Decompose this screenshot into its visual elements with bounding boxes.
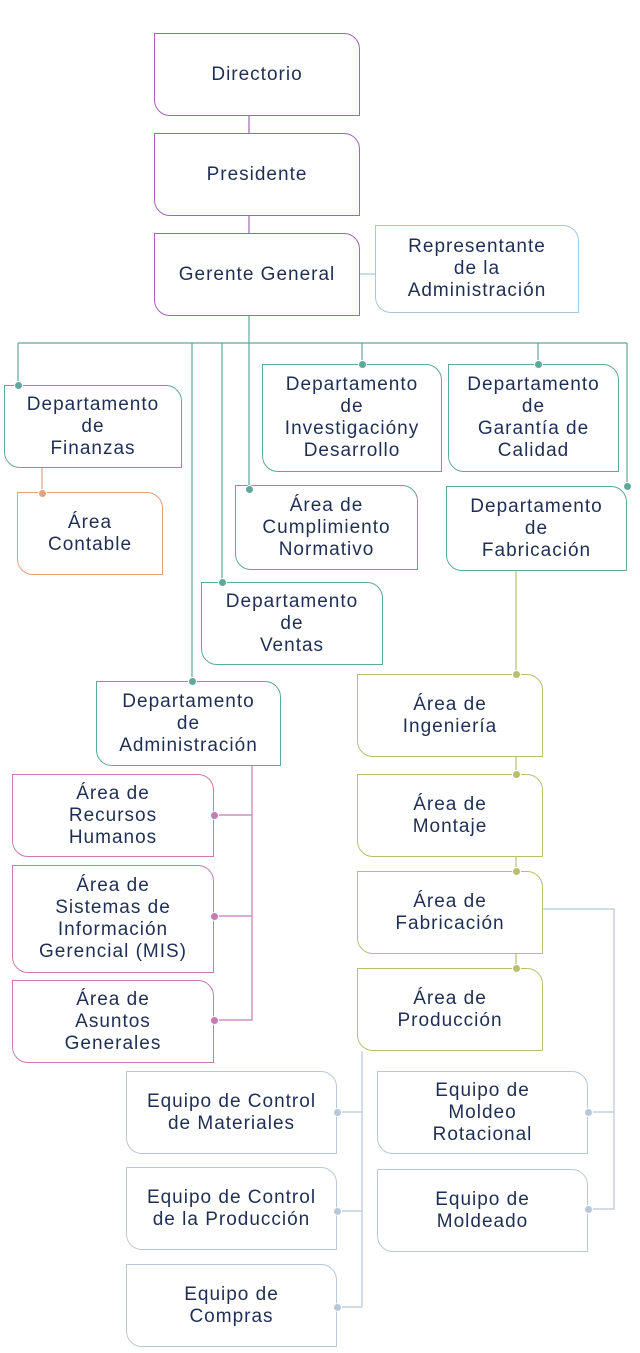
connector-dot	[37, 488, 47, 498]
montaje-node: Área de Montaje	[357, 774, 543, 857]
connector-dot	[533, 359, 543, 369]
connector-dot	[357, 359, 367, 369]
connector-fabricacion-right	[543, 908, 615, 1210]
rrhh-node: Área de Recursos Humanos	[12, 774, 214, 857]
finanzas-node: Departamento de Finanzas	[4, 385, 182, 468]
connector-dot	[332, 1302, 342, 1312]
gerente-general-node: Gerente General	[154, 233, 360, 316]
connector-dot	[332, 1107, 342, 1117]
administracion-node: Departamento de Administración	[96, 681, 281, 766]
presidente-node: Presidente	[154, 133, 360, 216]
connector-dot	[13, 380, 23, 390]
connector-dot	[209, 911, 219, 921]
area-contable-node: Área Contable	[17, 492, 163, 575]
ventas-node: Departamento de Ventas	[201, 582, 383, 665]
dep-fabricacion-node: Departamento de Fabricación	[446, 486, 627, 571]
connector-dot	[209, 1015, 219, 1025]
connector-dot	[217, 577, 227, 587]
moldeado-node: Equipo de Moldeado	[377, 1169, 588, 1252]
connector-dot	[511, 669, 521, 679]
area-fabricacion-node: Área de Fabricación	[357, 871, 543, 954]
connector-dot	[622, 481, 632, 491]
cumplimiento-node: Área de Cumplimiento Normativo	[235, 485, 418, 570]
ingenieria-node: Área de Ingeniería	[357, 674, 543, 757]
investigacion-node: Departamento de Investigacióny Desarroll…	[262, 364, 442, 472]
connector-produccion-left	[337, 1051, 363, 1308]
garantia-node: Departamento de Garantía de Calidad	[448, 364, 619, 472]
representante-node: Representante de la Administración	[375, 225, 579, 313]
control-produccion-node: Equipo de Control de la Producción	[126, 1167, 337, 1250]
control-materiales-node: Equipo de Control de Materiales	[126, 1071, 337, 1154]
asuntos-node: Área de Asuntos Generales	[12, 980, 214, 1063]
connector-dot	[244, 484, 254, 494]
connector-dot	[209, 810, 219, 820]
directorio-node: Directorio	[154, 33, 360, 116]
connector-dot	[511, 866, 521, 876]
connector-dot	[332, 1206, 342, 1216]
connector-admin-bus	[214, 766, 253, 1021]
connector-dot	[583, 1204, 593, 1214]
moldeo-rotacional-node: Equipo de Moldeo Rotacional	[377, 1071, 588, 1154]
connector-dot	[511, 769, 521, 779]
mis-node: Área de Sistemas de Información Gerencia…	[12, 865, 214, 973]
connector-dot	[511, 963, 521, 973]
compras-node: Equipo de Compras	[126, 1264, 337, 1347]
connector-dot	[187, 676, 197, 686]
connector-dot	[583, 1107, 593, 1117]
produccion-node: Área de Producción	[357, 968, 543, 1051]
